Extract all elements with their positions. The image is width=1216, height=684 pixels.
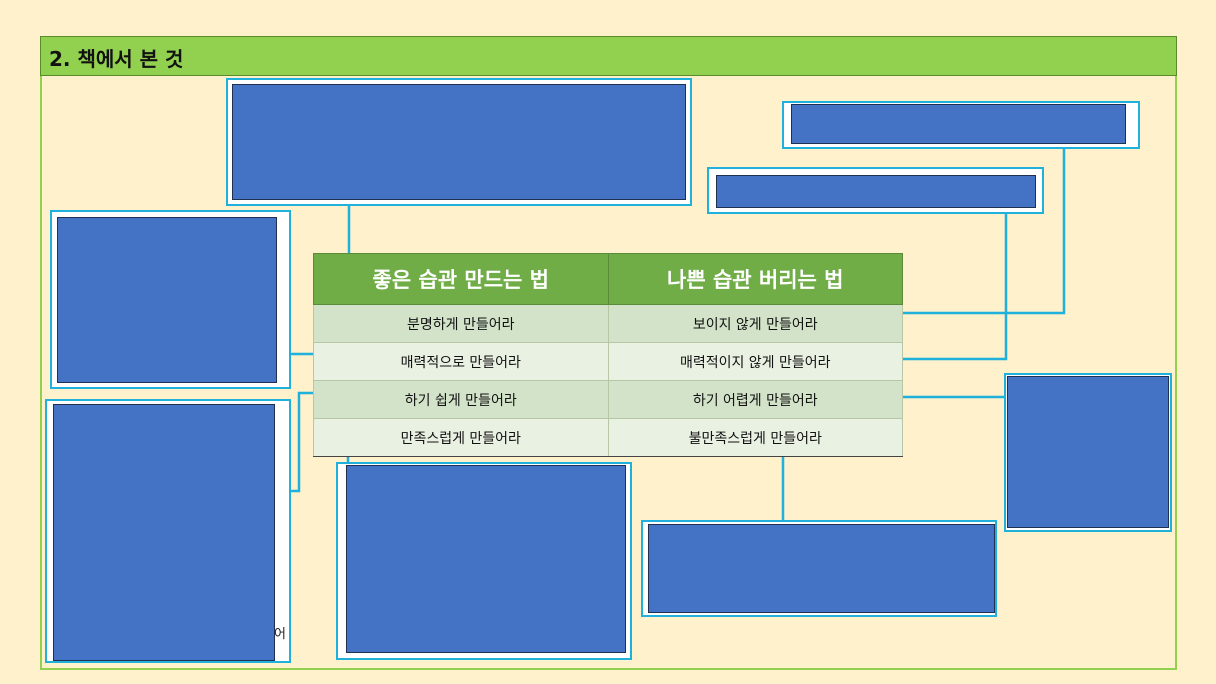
image-placeholder: [791, 104, 1126, 144]
column-header-good-habits: 좋은 습관 만드는 법: [313, 253, 609, 305]
connector-line: [877, 149, 1066, 315]
image-card: [707, 167, 1044, 214]
connector-line: [882, 213, 1008, 361]
image-card: [641, 520, 997, 617]
image-placeholder: [648, 524, 995, 613]
image-card: [336, 462, 632, 660]
bad-habit-cell: 보이지 않게 만들어라: [607, 304, 903, 343]
image-card: [226, 78, 692, 206]
image-placeholder: [346, 465, 626, 653]
table-row: 매력적으로 만들어라 매력적이지 않게 만들어라: [313, 342, 903, 381]
table-row: 하기 쉽게 만들어라 하기 어렵게 만들어라: [313, 380, 903, 419]
section-title: 2. 책에서 본 것: [49, 47, 184, 71]
image-placeholder: [53, 404, 275, 661]
table-row: 분명하게 만들어라 보이지 않게 만들어라: [313, 304, 903, 343]
image-card: [50, 210, 291, 389]
card-stub-text: 어: [274, 627, 286, 642]
section-header: 2. 책에서 본 것: [40, 36, 1177, 76]
image-placeholder: [57, 217, 277, 383]
good-habit-cell: 분명하게 만들어라: [313, 304, 609, 343]
image-card: [1004, 373, 1172, 532]
image-placeholder: [1007, 376, 1169, 528]
image-card: [782, 101, 1140, 149]
good-habit-cell: 하기 쉽게 만들어라: [313, 380, 609, 419]
bad-habit-cell: 불만족스럽게 만들어라: [607, 418, 903, 457]
bad-habit-cell: 하기 어렵게 만들어라: [607, 380, 903, 419]
table-row: 만족스럽게 만들어라 불만족스럽게 만들어라: [313, 418, 903, 457]
image-card: 어: [45, 399, 291, 663]
image-placeholder: [232, 84, 686, 200]
good-habit-cell: 만족스럽게 만들어라: [313, 418, 609, 457]
bad-habit-cell: 매력적이지 않게 만들어라: [607, 342, 903, 381]
column-header-bad-habits: 나쁜 습관 버리는 법: [607, 253, 903, 305]
habits-table: 좋은 습관 만드는 법 나쁜 습관 버리는 법 분명하게 만들어라 보이지 않게…: [313, 253, 903, 457]
image-placeholder: [716, 175, 1036, 208]
good-habit-cell: 매력적으로 만들어라: [313, 342, 609, 381]
